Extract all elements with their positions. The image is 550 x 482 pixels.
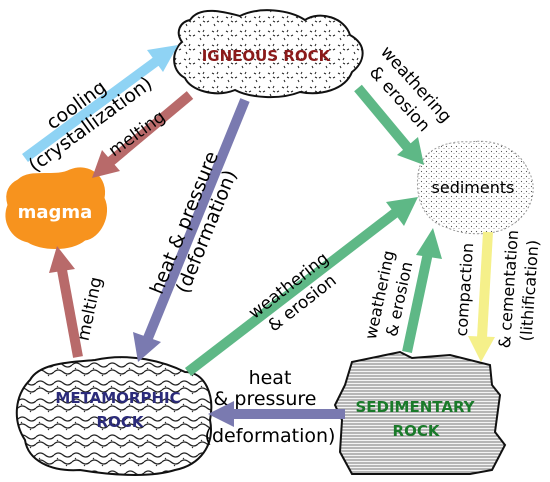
metamorphic-label-line1: METAMORPHIC xyxy=(55,389,180,407)
weathering-arrow-sedimentary xyxy=(402,228,442,354)
compaction-label: compaction xyxy=(452,242,477,337)
metamorphic-label-line2: ROCK xyxy=(97,413,145,431)
sedimentary-label-line2: ROCK xyxy=(393,422,441,440)
melting-label-left: melting xyxy=(74,275,107,342)
igneous-rock-node: IGNEOUS ROCK xyxy=(173,9,364,99)
weathering-arrow-metamorphic xyxy=(184,197,418,376)
compaction-arrow xyxy=(468,231,495,362)
heat-pressure-arrow-diagonal xyxy=(133,98,250,362)
sedimentary-label-line1: SEDIMENTARY xyxy=(355,398,475,416)
igneous-rock-label: IGNEOUS ROCK xyxy=(202,47,332,65)
melting-arrow-left xyxy=(49,246,83,358)
cooling-arrow xyxy=(22,45,178,163)
heat-pressure-arrow-bottom xyxy=(208,401,345,427)
heat-label-bottom: heat xyxy=(249,367,292,389)
magma-node: magma xyxy=(5,167,108,249)
deformation-label-bottom: (deformation) xyxy=(205,425,336,447)
pressure-label-bottom: & pressure xyxy=(214,388,317,410)
melting-arrow-top xyxy=(92,91,194,178)
sedimentary-rock-node: SEDIMENTARY ROCK xyxy=(333,350,507,475)
sediments-node: sediments xyxy=(416,140,534,235)
magma-label: magma xyxy=(18,202,93,223)
sediments-label: sediments xyxy=(432,178,515,197)
metamorphic-rock-node: METAMORPHIC ROCK xyxy=(15,356,213,476)
weathering-arrow-igneous xyxy=(354,84,424,165)
